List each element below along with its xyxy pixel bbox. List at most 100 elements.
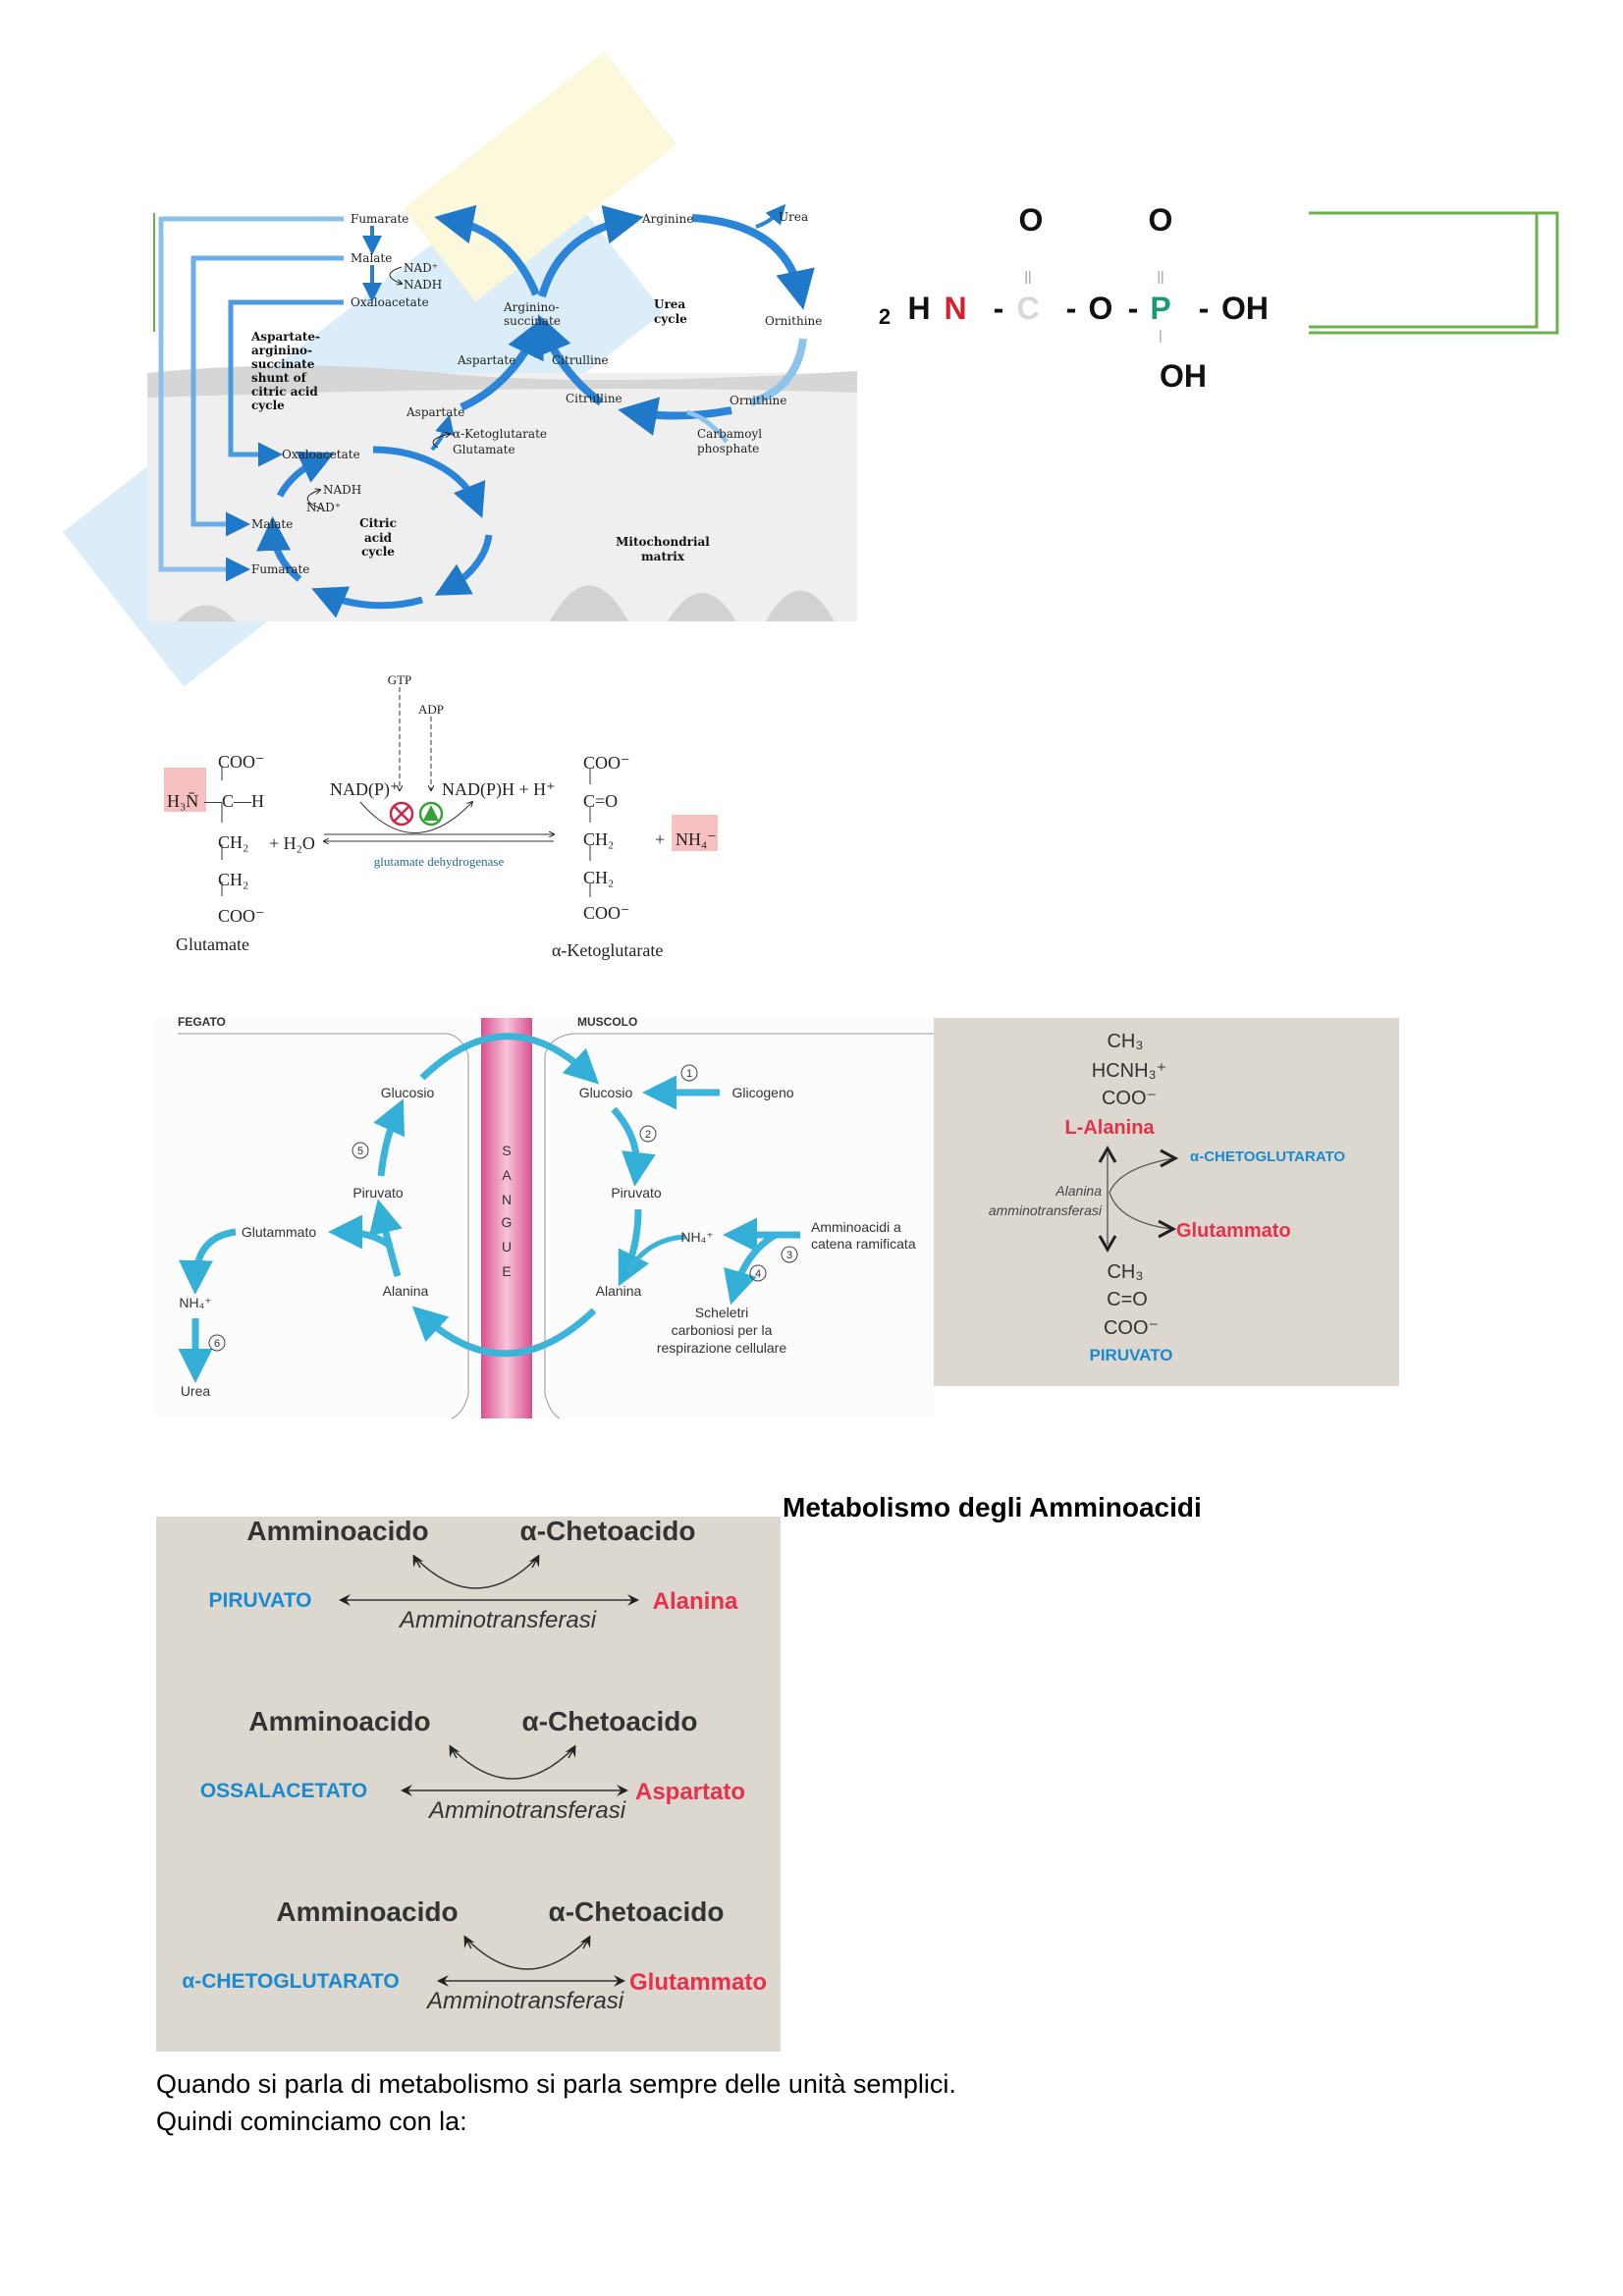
label-muscle: MUSCOLO [577, 1015, 637, 1029]
kg-coo-top: COO⁻ [583, 753, 630, 773]
label-pyruvate-muscle: Piruvato [611, 1185, 662, 1201]
pyruvate-ch3: CH₃ [1107, 1261, 1143, 1283]
bond-dash-2: - [1066, 291, 1077, 326]
substrate-left-label: OSSALACETATO [200, 1780, 367, 1802]
step-2: 2 [645, 1129, 651, 1141]
step-3: 3 [786, 1250, 792, 1261]
label-glutamate: Glutammato [1176, 1220, 1291, 1242]
label-oxaloacetate-top: Oxaloacetate [351, 295, 429, 309]
kg-c-o: C=O [583, 791, 618, 811]
label-gtp: GTP [388, 672, 412, 687]
label-branched-aa-2: catena ramificata [811, 1236, 916, 1252]
curve-arrow-right [528, 1554, 540, 1569]
enzyme-name-2: amminotransferasi [989, 1202, 1103, 1218]
amino-acid-label: Amminoacido [246, 1516, 428, 1546]
keto-acid-label: α-Chetoacido [520, 1516, 696, 1546]
label-pyruvate-liver: Piruvato [352, 1185, 404, 1201]
label-glutamate: Glutamate [176, 934, 249, 954]
label-argininosuccinate-1: Arginino- [503, 300, 560, 314]
step-markers: 1 2 3 4 5 6 [208, 1064, 798, 1352]
label-alpha-ketoglutarate: α-CHETOGLUTARATO [1190, 1148, 1345, 1165]
kg-ch2-2: CH₂ [583, 868, 614, 887]
label-alanine-liver: Alanina [383, 1283, 429, 1299]
amino-group-highlight [164, 768, 206, 812]
label-ammonium: NH₄⁻ [676, 829, 717, 849]
atom-o-phosphoryl: O [1149, 202, 1173, 238]
blood-letter-s: S [502, 1143, 511, 1158]
label-glycogen: Glicogeno [731, 1085, 793, 1100]
label-ammonium-liver: NH₄⁺ [179, 1295, 211, 1310]
cofactor-curve [450, 1746, 575, 1780]
alanine-ch3: CH₃ [1107, 1031, 1143, 1052]
product-right-label: Alanina [653, 1588, 738, 1615]
step-1: 1 [686, 1068, 692, 1080]
activation-icon [418, 801, 444, 827]
label-glutamate: Glutammato [242, 1224, 316, 1240]
alanine-hcnh3: HCNH₃⁺ [1092, 1060, 1166, 1082]
blood-letter-g: G [502, 1214, 513, 1230]
label-matrix-1: Mitochondrial [616, 535, 710, 549]
label-alanine-muscle: Alanina [596, 1283, 642, 1299]
label-enzyme: glutamate dehydrogenase [374, 854, 505, 869]
label-citrulline-lower: Citrulline [566, 392, 622, 405]
label-citric-3: cycle [361, 545, 395, 559]
label-urea: Urea [181, 1383, 211, 1399]
label-ammonium-muscle: NH₄⁺ [680, 1229, 713, 1245]
label-carbamoyl-1: Carbamoyl [697, 427, 762, 441]
label-nadh-top: NADH [404, 278, 442, 292]
green-bracket-frame [1309, 211, 1559, 335]
product-right-label: Aspartato [635, 1779, 745, 1805]
label-malate-bottom: Malate [251, 517, 293, 531]
glutamate-h3n: H₃N̄ [167, 791, 198, 811]
label-citric-1: Citric [359, 516, 397, 530]
kg-ch2-1: CH₂ [583, 829, 614, 849]
label-cofactor-in: NAD(P)⁺ [330, 779, 400, 800]
alanine-transaminase-figure: CH₃ HCNH₃⁺ COO⁻ L-Alanina CH₃ C=O COO⁻ P… [934, 1018, 1399, 1386]
label-adp: ADP [418, 702, 444, 717]
substrate-left-label: PIRUVATO [208, 1589, 311, 1612]
step-5: 5 [357, 1146, 363, 1157]
bond-dash-4: - [1199, 291, 1210, 326]
label-citrulline-upper: Citrulline [552, 353, 609, 367]
enzyme-label: Amminotransferasi [427, 1797, 626, 1824]
label-urea: Urea [779, 210, 808, 224]
keto-acid-label: α-Chetoacido [522, 1706, 698, 1736]
step-6: 6 [214, 1338, 220, 1350]
label-citric-2: acid [364, 531, 393, 545]
label-branched-aa-1: Amminoacidi a [811, 1219, 901, 1235]
label-ornithine-right: Ornithine [765, 314, 822, 328]
label-shunt-2: arginino- [251, 344, 312, 357]
label-ornithine-lower: Ornithine [730, 394, 786, 407]
label-carbamoyl-2: phosphate [697, 442, 759, 455]
blood-letter-e: E [502, 1263, 511, 1279]
label-shunt-4: shunt of [251, 371, 307, 385]
glutamate-coo-top: COO⁻ [218, 752, 265, 772]
curve-arrow-right [565, 1744, 576, 1759]
label-shunt-1: Aspartate- [250, 330, 320, 344]
body-text-line-2: Quindi cominciamo con la: [156, 2107, 467, 2136]
glutamate-dehydrogenase-figure: GTP ADP COO⁻ H₃N̄ —C—H CH₂ CH₂ COO⁻ + H₂… [164, 672, 718, 960]
label-glucose-liver: Glucosio [381, 1085, 435, 1100]
cofactor-curve [413, 1556, 539, 1589]
double-bond-c: || [1024, 268, 1031, 284]
label-urea-cycle-2: cycle [654, 312, 687, 326]
keto-acid-label: α-Chetoacido [549, 1896, 725, 1927]
label-glutamate: Glutamate [453, 443, 515, 456]
subscript-2: 2 [879, 304, 891, 329]
atom-n: N [944, 291, 966, 326]
glucose-alanine-cycle-figure: FEGATO MUSCOLO S A N G U E Glucosio Gluc… [155, 1015, 935, 1419]
label-oxaloacetate-bottom: Oxaloacetate [282, 448, 360, 461]
carbamoyl-phosphate-formula: O O || || 2 H N - C - O - P - OH | OH [879, 202, 1269, 394]
label-nad-plus-bottom: NAD⁺ [306, 501, 341, 514]
label-malate-top: Malate [351, 251, 392, 265]
label-argininosuccinate-2: succinate [504, 314, 561, 328]
label-cofactor-out: NAD(P)H + H⁺ [442, 779, 556, 800]
atom-o-bridge: O [1089, 291, 1113, 326]
kg-coo-bottom: COO⁻ [583, 903, 630, 923]
label-fumarate-top: Fumarate [351, 212, 408, 226]
ammonium-highlight [672, 815, 718, 851]
label-plus: + [655, 829, 665, 849]
glutamate-coo-bottom: COO⁻ [218, 906, 265, 926]
glutamate-ch2-1: CH₂ [218, 832, 248, 852]
